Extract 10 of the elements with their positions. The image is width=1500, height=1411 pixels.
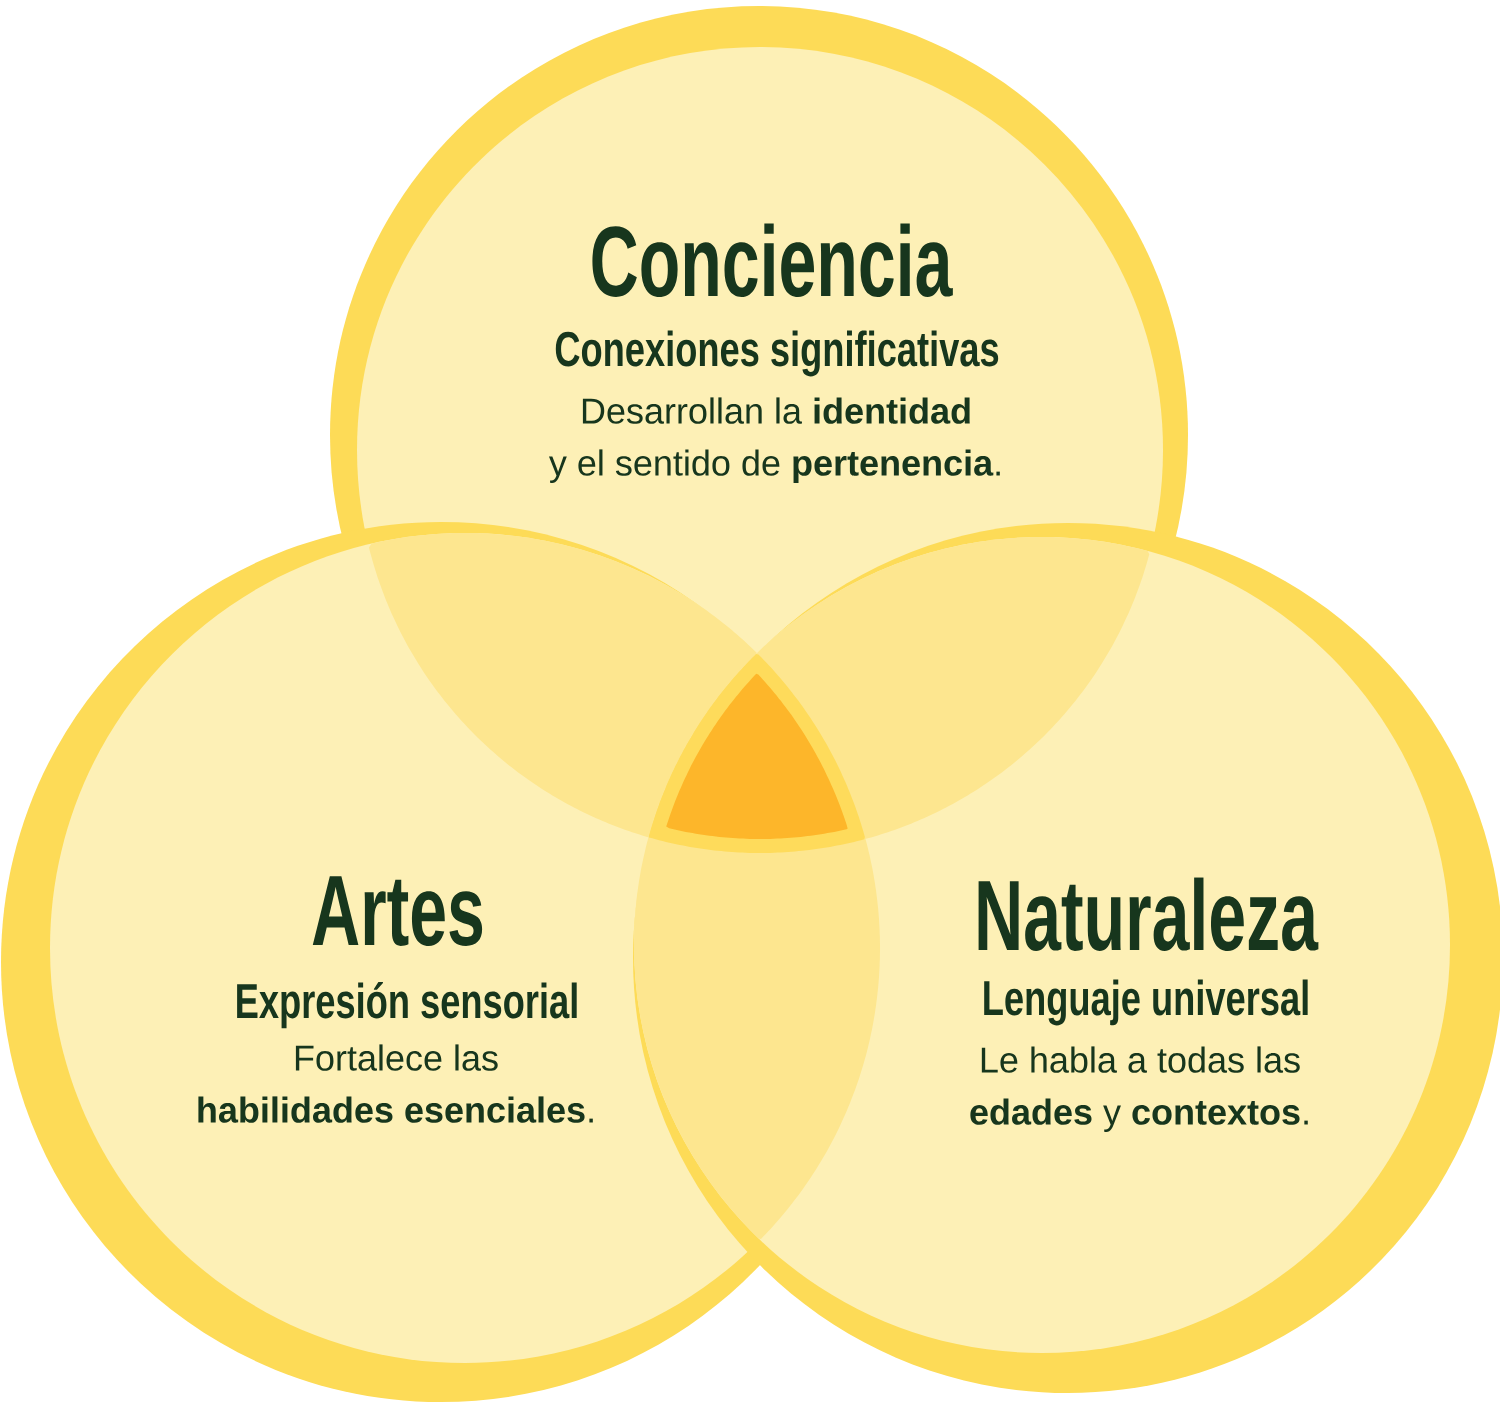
- heading: Naturaleza: [978, 877, 1319, 951]
- subheading: Conexiones significativas: [555, 330, 999, 377]
- body-text: Le habla a todas las edades y contextos.: [970, 1046, 1308, 1132]
- heading: Conciencia: [592, 223, 953, 297]
- subheading: Expresión sensorial: [237, 982, 577, 1029]
- body-text: Desarrollan la identidad y el sentido de pertenencia.: [549, 397, 1000, 483]
- heading: Artes: [312, 876, 483, 946]
- center-triangle: [648, 654, 865, 853]
- subheading: Lenguaje universal: [984, 979, 1308, 1026]
- body-text: Fortalece las habilidades esenciales.: [198, 1044, 593, 1123]
